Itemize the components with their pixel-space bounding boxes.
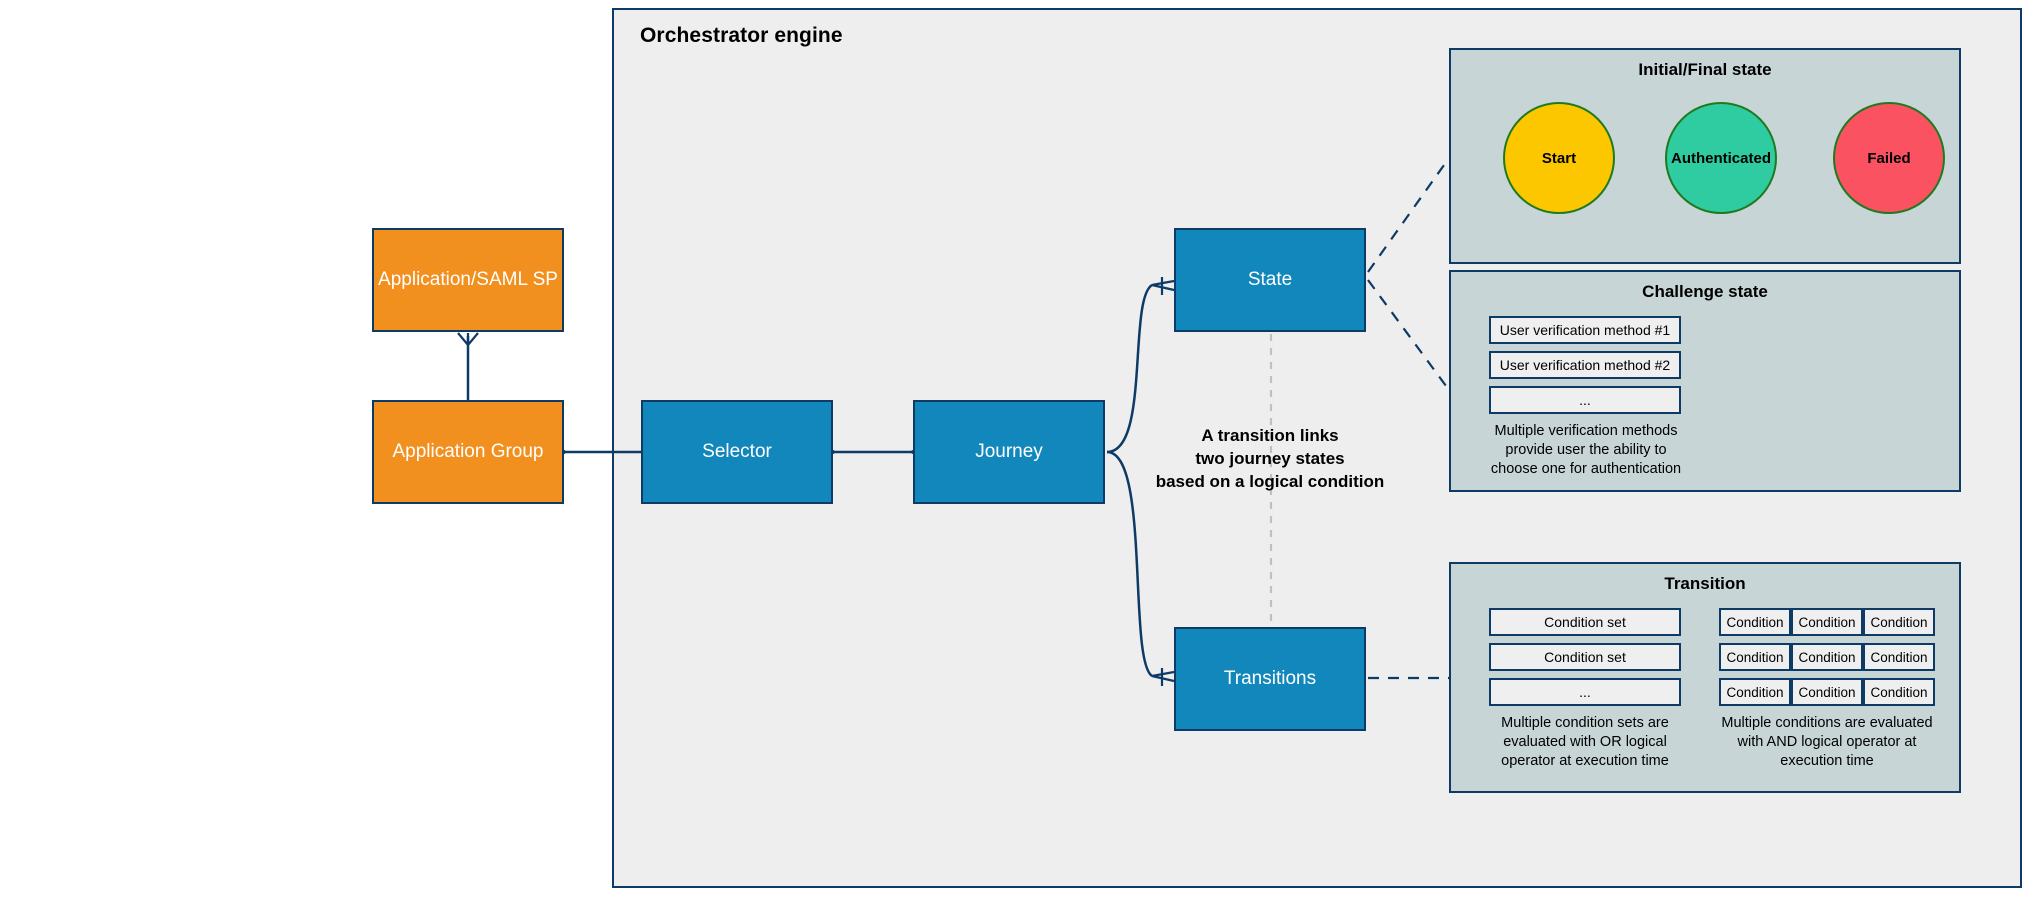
condition-r2c1[interactable]: Condition xyxy=(1719,643,1791,671)
condition-r3c2[interactable]: Condition xyxy=(1791,678,1863,706)
condition-r3c2-label: Condition xyxy=(1798,684,1856,700)
circle-failed[interactable]: Failed xyxy=(1833,102,1945,214)
node-transitions[interactable]: Transitions xyxy=(1174,627,1366,731)
condition-r1c2-label: Condition xyxy=(1798,614,1856,630)
condition-r3c1-label: Condition xyxy=(1726,684,1784,700)
condition-r2c3-label: Condition xyxy=(1870,649,1928,665)
challenge-method-2[interactable]: User verification method #2 xyxy=(1489,351,1681,379)
condition-r2c2[interactable]: Condition xyxy=(1791,643,1863,671)
condition-r2c1-label: Condition xyxy=(1726,649,1784,665)
panel-transition: Transition Condition set Condition set .… xyxy=(1449,562,1961,793)
node-application-group-label: Application Group xyxy=(392,441,544,462)
orchestrator-engine-title: Orchestrator engine xyxy=(640,24,843,47)
node-journey[interactable]: Journey xyxy=(913,400,1105,504)
condition-set-2[interactable]: Condition set xyxy=(1489,643,1681,671)
node-application-group[interactable]: Application Group xyxy=(372,400,564,504)
panel-transition-title: Transition xyxy=(1664,574,1746,593)
condition-r1c1[interactable]: Condition xyxy=(1719,608,1791,636)
condition-r2c2-label: Condition xyxy=(1798,649,1856,665)
challenge-method-1-label: User verification method #1 xyxy=(1499,322,1671,338)
condition-r1c3-label: Condition xyxy=(1870,614,1928,630)
condition-r1c1-label: Condition xyxy=(1726,614,1784,630)
node-transitions-label: Transitions xyxy=(1223,668,1317,689)
panel-challenge-state-title: Challenge state xyxy=(1642,282,1768,301)
circle-failed-label: Failed xyxy=(1867,149,1911,167)
condition-set-1-label: Condition set xyxy=(1544,614,1626,630)
node-selector-label: Selector xyxy=(702,441,772,462)
node-selector[interactable]: Selector xyxy=(641,400,833,504)
node-application-saml-sp[interactable]: Application/SAML SP xyxy=(372,228,564,332)
circle-start[interactable]: Start xyxy=(1503,102,1615,214)
challenge-method-more-label: ... xyxy=(1579,392,1591,408)
condition-r2c3[interactable]: Condition xyxy=(1863,643,1935,671)
panel-initial-final-state: Initial/Final state Start Authenticated … xyxy=(1449,48,1961,264)
node-state-label: State xyxy=(1247,269,1293,290)
challenge-method-1[interactable]: User verification method #1 xyxy=(1489,316,1681,344)
panel-initial-final-state-title: Initial/Final state xyxy=(1638,60,1772,79)
circle-authenticated[interactable]: Authenticated xyxy=(1665,102,1777,214)
panel-challenge-state: Challenge state User verification method… xyxy=(1449,270,1961,492)
condition-r1c2[interactable]: Condition xyxy=(1791,608,1863,636)
condition-r3c3[interactable]: Condition xyxy=(1863,678,1935,706)
challenge-method-2-label: User verification method #2 xyxy=(1499,357,1671,373)
condition-r1c3[interactable]: Condition xyxy=(1863,608,1935,636)
circle-start-label: Start xyxy=(1541,149,1577,167)
challenge-method-more[interactable]: ... xyxy=(1489,386,1681,414)
connector-appsaml-to-appgroup xyxy=(457,332,479,400)
node-application-saml-sp-label: Application/SAML SP xyxy=(378,269,558,290)
node-journey-label: Journey xyxy=(975,441,1043,462)
condition-r3c3-label: Condition xyxy=(1870,684,1928,700)
node-state[interactable]: State xyxy=(1174,228,1366,332)
circle-authenticated-label: Authenticated xyxy=(1670,149,1771,167)
condition-set-1[interactable]: Condition set xyxy=(1489,608,1681,636)
condition-set-more[interactable]: ... xyxy=(1489,678,1681,706)
condition-set-2-label: Condition set xyxy=(1544,649,1626,665)
condition-r3c1[interactable]: Condition xyxy=(1719,678,1791,706)
condition-set-more-label: ... xyxy=(1579,684,1591,700)
